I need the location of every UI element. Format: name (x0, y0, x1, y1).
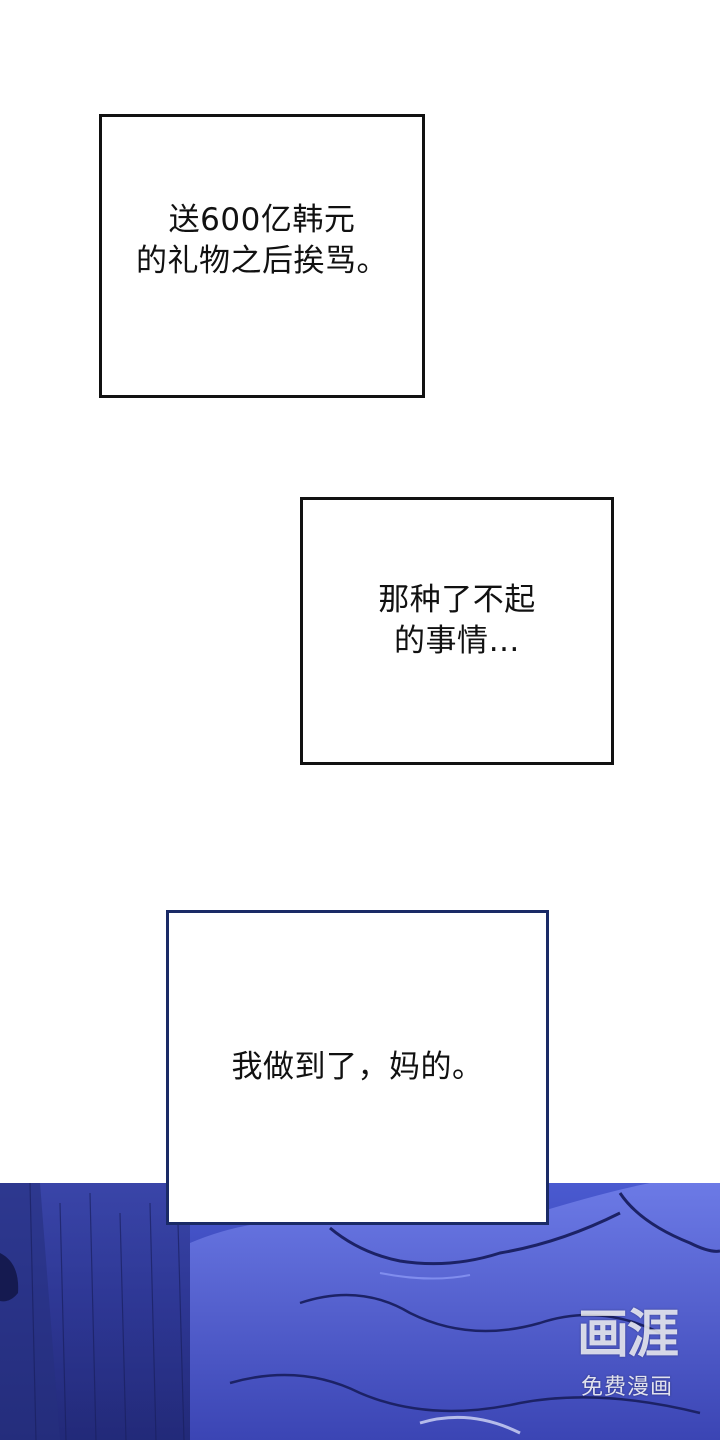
watermark: 画涯 免费漫画 (562, 1305, 692, 1403)
watermark-subtitle: 免费漫画 (580, 1375, 673, 1400)
watermark-logo: 画涯 (576, 1305, 679, 1365)
caption-text-gift: 送600亿韩元 的礼物之后挨骂。 (136, 202, 388, 279)
caption-box-remarkable: 那种了不起 的事情… (300, 497, 614, 765)
caption-text-remarkable: 那种了不起 的事情… (378, 582, 536, 659)
hair-illustration (0, 1183, 720, 1440)
caption-text-did-it: 我做到了，妈的。 (231, 1049, 484, 1085)
caption-box-gift: 送600亿韩元 的礼物之后挨骂。 (99, 114, 425, 398)
comic-art-panel (0, 1183, 720, 1440)
caption-box-did-it: 我做到了，妈的。 (166, 910, 549, 1225)
